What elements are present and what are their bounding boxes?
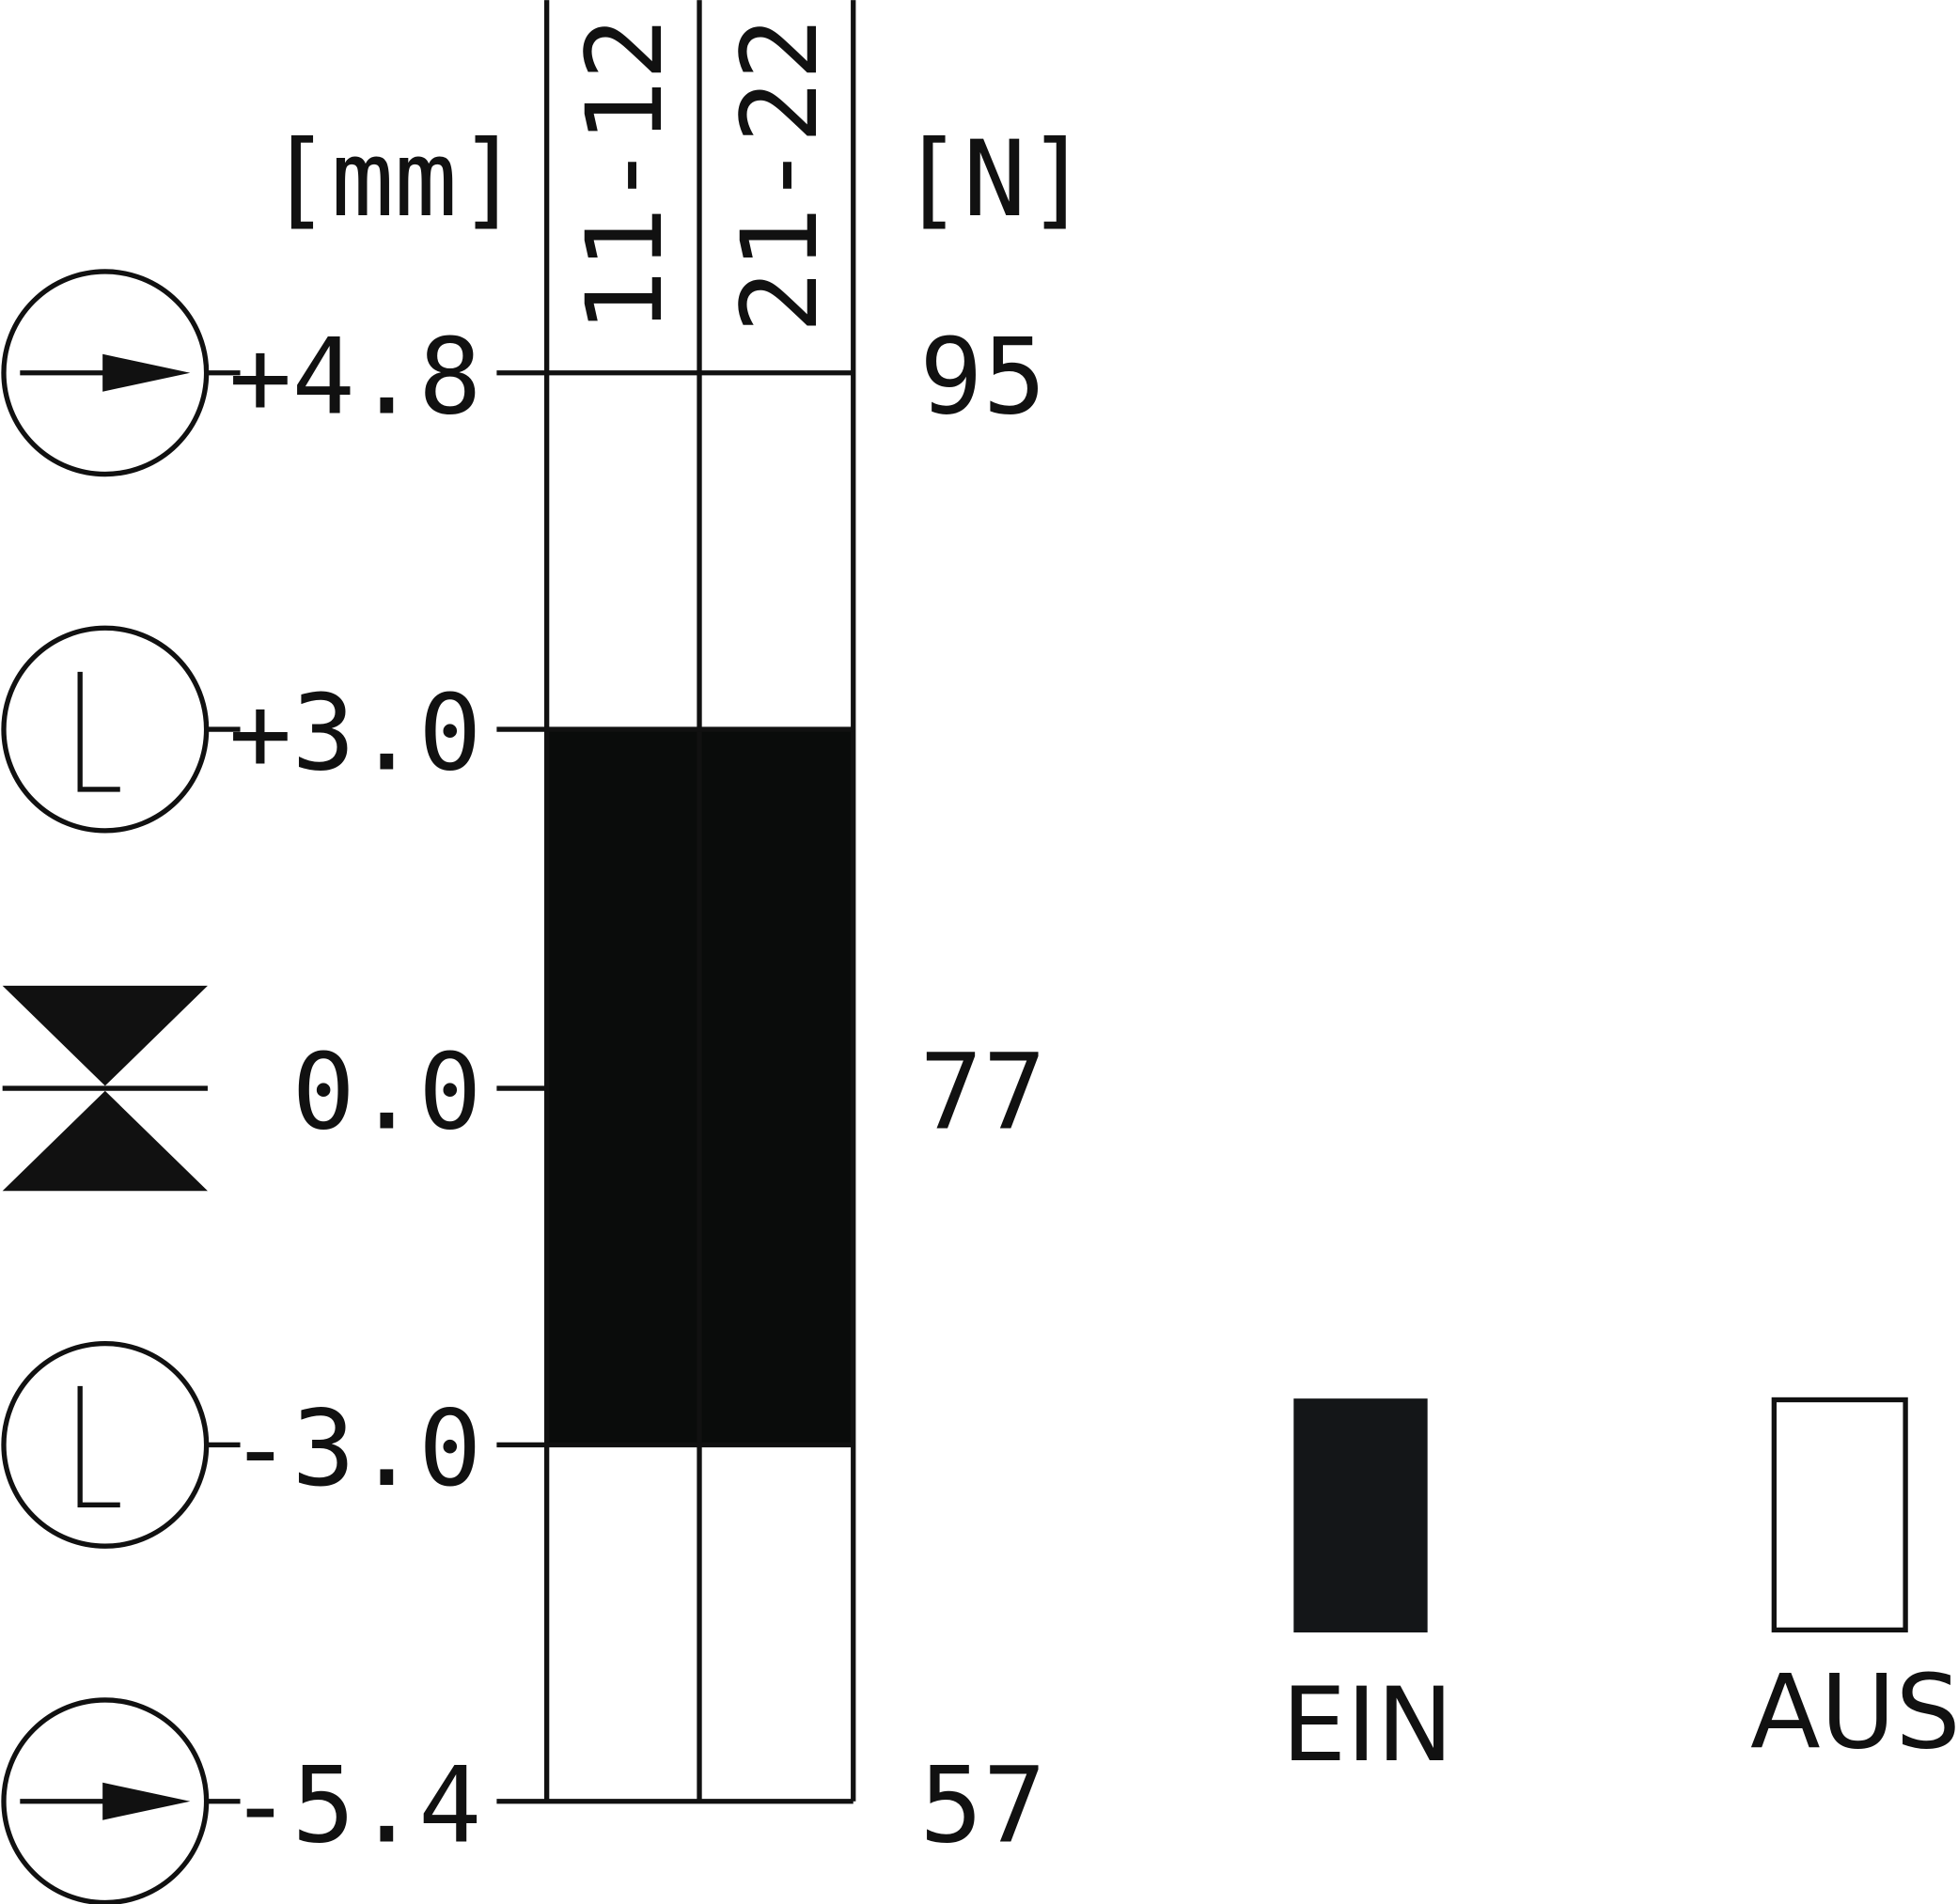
force-unit-label: [N]: [900, 118, 1089, 241]
column-header-21-22: 21-22: [719, 17, 841, 334]
contact-grid: [496, 0, 856, 1804]
l-circle-icon: [1, 1340, 241, 1549]
force-label: 77: [919, 1032, 1046, 1154]
force-label: 95: [919, 316, 1046, 438]
bowtie-icon: [2, 985, 208, 1192]
legend-off-label: AUS: [1750, 1653, 1958, 1772]
force-label: 57: [919, 1744, 1046, 1866]
travel-unit-label: [mm]: [268, 118, 521, 241]
arrow-circle-icon: [1, 269, 241, 477]
legend-on-swatch: [1293, 1398, 1428, 1633]
travel-label: -3.0: [228, 1388, 481, 1510]
travel-label: 0.0: [291, 1032, 481, 1154]
column-header-11-12: 11-12: [564, 17, 686, 334]
arrow-circle-icon: [1, 1697, 241, 1904]
travel-label: +3.0: [228, 673, 481, 795]
l-circle-icon: [1, 625, 241, 834]
legend-off-swatch: [1771, 1397, 1908, 1633]
legend-on-label: EIN: [1281, 1665, 1453, 1785]
travel-label: -5.4: [228, 1744, 481, 1866]
travel-label: +4.8: [228, 316, 481, 438]
